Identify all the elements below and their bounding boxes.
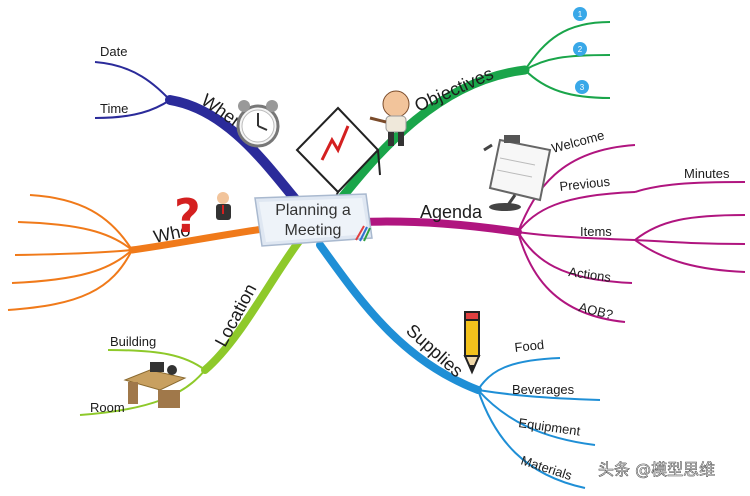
branch-location: Location Building Room (79, 236, 304, 416)
items-sub-2 (634, 239, 746, 245)
objectives-trunk (335, 65, 530, 205)
who-sub-3 (14, 249, 133, 256)
agenda-child-aob: AOB? (577, 299, 614, 322)
central-topic-line1: Planning a (275, 202, 351, 219)
who-sub-2 (17, 221, 133, 251)
objectives-sub-1 (524, 21, 611, 71)
office-desk-icon (123, 362, 187, 408)
question-person-icon: ? (174, 189, 231, 243)
agenda-child-items: Items (580, 224, 612, 239)
objectives-sub-2 (524, 54, 611, 71)
agenda-child-previous: Previous (559, 174, 611, 194)
central-topic[interactable]: Planning a Meeting (254, 193, 373, 247)
svg-text:?: ? (174, 189, 201, 243)
alarm-clock-icon (236, 100, 280, 148)
objective-number-1: 1 (578, 10, 583, 19)
presenter-chart-icon (295, 90, 410, 211)
location-child-building: Building (110, 334, 156, 349)
who-sub-1 (29, 194, 133, 251)
clipboard-stand-icon (483, 135, 552, 211)
branch-agenda: Agenda Welcome Previous Items Actions AO… (356, 127, 746, 323)
objective-bullet-1 (573, 7, 587, 21)
colored-pencils-icon (355, 225, 371, 242)
objective-bullet-2 (573, 42, 587, 56)
supplies-sub-equipment (477, 389, 596, 446)
agenda-sub-previous (517, 191, 636, 233)
supplies-child-beverages: Beverages (512, 382, 575, 397)
supplies-sub-food (477, 357, 561, 391)
when-sub-time (94, 99, 171, 119)
supplies-child-food: Food (514, 337, 545, 355)
supplies-sub-materials (477, 389, 586, 489)
agenda-trunk (356, 217, 522, 236)
agenda-sub-items (517, 231, 636, 241)
agenda-sub-welcome (517, 144, 636, 233)
supplies-child-materials: Materials (519, 453, 574, 484)
who-trunk (128, 224, 274, 254)
when-sub-date (94, 61, 171, 101)
pencil-icon (463, 311, 481, 375)
objective-bullet-3 (575, 80, 589, 94)
watermark: 头条 @模型思维 (598, 460, 715, 479)
objective-number-3: 3 (580, 83, 585, 92)
supplies-sub-beverages (477, 389, 601, 401)
agenda-sub-actions (517, 231, 633, 284)
previous-sub-minutes (634, 181, 746, 193)
branch-who: Who (7, 194, 274, 311)
supplies-trunk (316, 241, 482, 394)
agenda-label: Agenda (420, 202, 483, 222)
who-sub-4 (11, 249, 133, 284)
location-child-room: Room (90, 400, 125, 415)
branch-supplies: Supplies Food Beverages Equipment Materi… (316, 241, 601, 489)
who-sub-5 (7, 249, 133, 311)
location-sub-building (107, 349, 206, 371)
location-trunk (201, 236, 304, 374)
items-sub-3 (634, 239, 746, 273)
agenda-sub-aob (517, 231, 626, 323)
objective-number-2: 2 (578, 45, 583, 54)
agenda-child-actions: Actions (568, 264, 613, 285)
objectives-sub-3 (524, 69, 611, 99)
objectives-label: Objectives (411, 63, 496, 115)
agenda-grandchild-minutes: Minutes (684, 166, 730, 181)
when-child-date: Date (100, 44, 127, 59)
when-child-time: Time (100, 101, 128, 116)
items-sub-1 (634, 214, 746, 241)
central-topic-line2: Meeting (285, 222, 342, 239)
